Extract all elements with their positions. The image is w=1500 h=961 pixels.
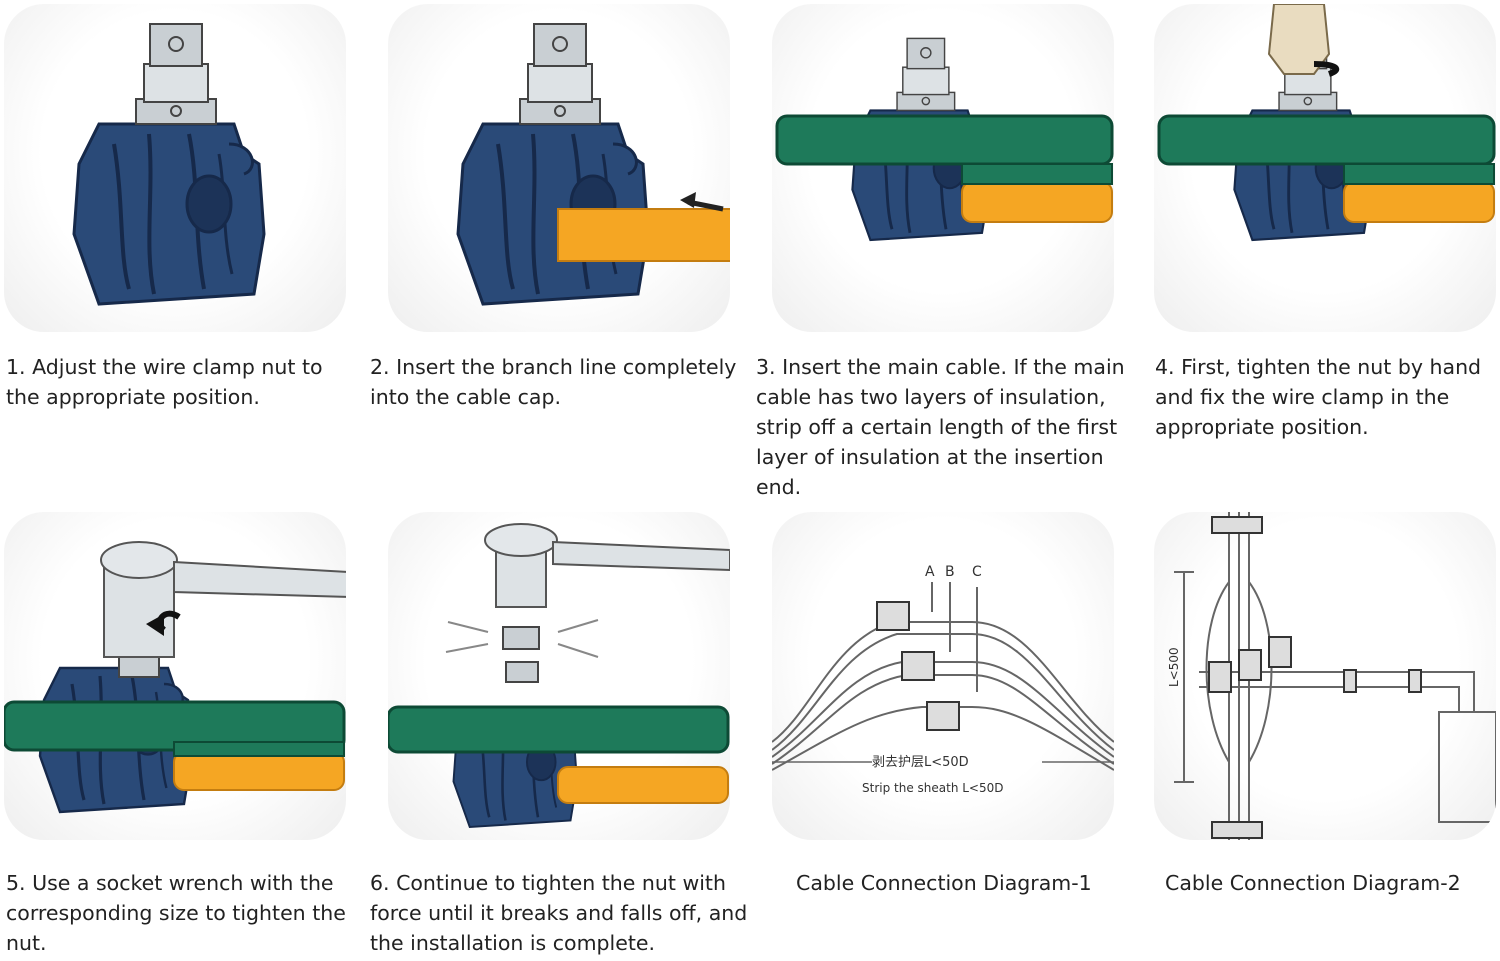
diagram-2-caption: Cable Connection Diagram-2 bbox=[1165, 871, 1461, 895]
step-6-caption: 6. Continue to tighten the nut with forc… bbox=[370, 871, 748, 955]
step-5-caption: 5. Use a socket wrench with the correspo… bbox=[6, 871, 346, 955]
phase-b-label: B bbox=[945, 564, 955, 580]
clamp-icon bbox=[456, 23, 730, 306]
hand-icon bbox=[1267, 4, 1331, 75]
clamp-icon bbox=[926, 701, 960, 731]
cable-diagram-1: A B C 剥去护层L<50D Strip the sheath L<50D bbox=[772, 512, 1114, 840]
strip-label-cn: 剥去护层L<50D bbox=[872, 755, 969, 770]
step-1-illustration bbox=[4, 4, 346, 332]
step-4-caption: 4. First, tighten the nut by hand and fi… bbox=[1155, 355, 1482, 439]
phase-c-label: C bbox=[972, 564, 982, 580]
phase-a-label: A bbox=[925, 564, 935, 580]
cable-diagram-2: L<500 bbox=[1154, 512, 1496, 840]
step-2-illustration bbox=[388, 4, 730, 332]
clamp-icon bbox=[876, 601, 910, 631]
diagram-1-caption: Cable Connection Diagram-1 bbox=[796, 871, 1092, 895]
length-label: L<500 bbox=[1167, 647, 1181, 687]
step-5-illustration bbox=[4, 512, 346, 840]
clamp-icon bbox=[1208, 661, 1232, 693]
clamp-icon bbox=[901, 651, 935, 681]
step-1-caption: 1. Adjust the wire clamp nut to the appr… bbox=[6, 355, 323, 409]
clamp-icon bbox=[1268, 636, 1292, 668]
step-4-illustration bbox=[1154, 4, 1496, 332]
clamp-icon bbox=[72, 23, 266, 306]
clamp-icon bbox=[1238, 649, 1262, 681]
strip-label-en: Strip the sheath L<50D bbox=[862, 781, 1004, 795]
step-3-caption: 3. Insert the main cable. If the main ca… bbox=[756, 355, 1125, 499]
nut-icon bbox=[502, 626, 540, 650]
step-3-illustration bbox=[772, 4, 1114, 332]
step-2-caption: 2. Insert the branch line completely int… bbox=[370, 355, 737, 409]
step-6-illustration bbox=[388, 512, 730, 840]
